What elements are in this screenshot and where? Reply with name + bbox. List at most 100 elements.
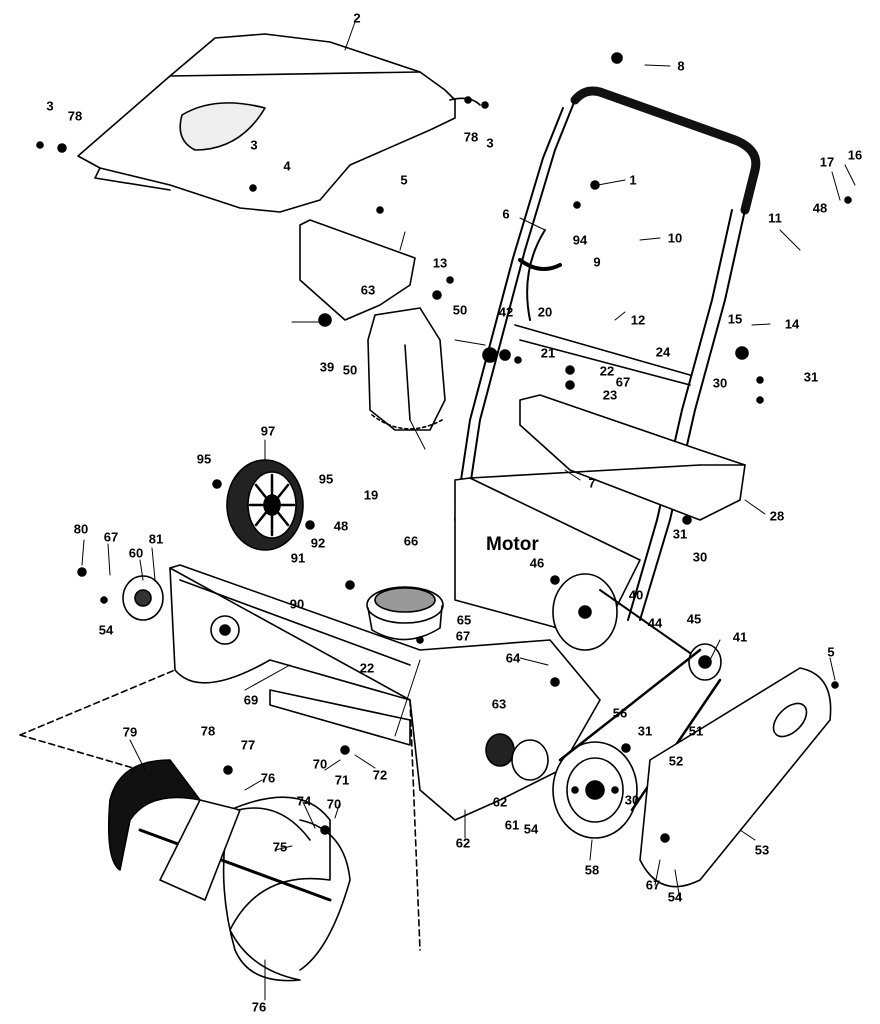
callout-70: 70 <box>312 756 328 772</box>
callout-69: 69 <box>243 692 259 708</box>
leader-lines <box>81 21 856 1001</box>
callout-1: 1 <box>629 172 637 188</box>
callout-12: 12 <box>630 312 646 328</box>
callout-6: 6 <box>502 206 510 222</box>
discharge-chute <box>299 219 446 431</box>
callout-42: 41 <box>732 629 748 645</box>
callout-30: 30 <box>624 792 640 808</box>
callout-14: 14 <box>784 316 800 332</box>
callout-64: 64 <box>505 650 521 666</box>
callout-40: 40 <box>628 587 644 603</box>
callout-65: 65 <box>456 612 472 628</box>
hardware-fasteners <box>36 52 852 843</box>
callout-31: 31 <box>803 369 819 385</box>
callout-50: 50 <box>452 302 468 318</box>
callout-78: 78 <box>463 129 479 145</box>
callout-3: 3 <box>486 135 494 151</box>
callout-31: 31 <box>672 526 688 542</box>
callout-13: 13 <box>432 255 448 271</box>
callout-90: 97 <box>260 423 276 439</box>
callout-50: 50 <box>342 362 358 378</box>
callout-2: 2 <box>353 10 361 26</box>
callout-22: 22 <box>599 363 615 379</box>
callout-21: 21 <box>540 345 556 361</box>
callout-76: 76 <box>251 999 267 1015</box>
drive-plate <box>552 573 701 661</box>
callout-46: 45 <box>686 611 702 627</box>
callout-72: 72 <box>372 767 388 783</box>
callout-31: 31 <box>637 723 653 739</box>
callout-58: 58 <box>584 862 600 878</box>
callout-67: 67 <box>455 628 471 644</box>
callout-17: 17 <box>819 154 835 170</box>
callout-5: 5 <box>400 172 408 188</box>
callout-54: 54 <box>98 622 114 638</box>
callout-63: 63 <box>491 696 507 712</box>
pulleys <box>552 643 722 839</box>
callout-77: 76 <box>260 770 276 786</box>
callout-56: 56 <box>612 705 628 721</box>
callout-3: 3 <box>250 137 258 153</box>
callout-61: 62 <box>492 794 508 810</box>
callout-5: 5 <box>827 644 835 660</box>
callout-88: 95 <box>196 451 212 467</box>
top-cover <box>77 33 481 213</box>
callout-3: 3 <box>46 98 54 114</box>
motor-label: Motor <box>486 534 539 555</box>
callout-60: 61 <box>504 817 520 833</box>
callout-70: 70 <box>326 796 342 812</box>
callout-80: 79 <box>122 724 138 740</box>
wheel <box>226 459 304 551</box>
callout-4: 4 <box>283 158 291 174</box>
callout-28: 28 <box>769 508 785 524</box>
callout-11: 11 <box>768 210 782 226</box>
callout-79: 78 <box>200 723 216 739</box>
callout-66: 66 <box>403 533 419 549</box>
callout-48: 48 <box>333 518 349 534</box>
callout-87: 94 <box>572 232 588 248</box>
callout-74: 74 <box>296 793 312 809</box>
chute-base-ring <box>366 586 444 641</box>
bearing-plate-left <box>122 575 164 621</box>
belt-cover <box>639 667 832 888</box>
callout-8: 8 <box>677 58 685 74</box>
callout-9: 9 <box>593 254 601 270</box>
callout-41: 42 <box>498 304 514 320</box>
callout-22: 22 <box>359 660 375 676</box>
callout-63: 63 <box>360 282 376 298</box>
callout-10: 10 <box>667 230 683 246</box>
callout-85: 91 <box>290 550 306 566</box>
callout-30: 30 <box>692 549 708 565</box>
callout-23: 23 <box>602 387 618 403</box>
callout-81: 80 <box>73 521 89 537</box>
callout-44: 44 <box>647 615 663 631</box>
handle-assembly <box>454 86 761 621</box>
callout-20: 20 <box>537 304 553 320</box>
callout-53: 53 <box>754 842 770 858</box>
callout-78: 77 <box>240 737 256 753</box>
callout-51: 51 <box>688 723 704 739</box>
control-cable <box>518 229 562 321</box>
callout-60: 60 <box>128 545 144 561</box>
callout-54: 54 <box>523 821 539 837</box>
callout-30: 30 <box>712 375 728 391</box>
auger-assembly <box>107 759 351 982</box>
callout-62: 62 <box>455 835 471 851</box>
callout-52: 52 <box>668 753 684 769</box>
callout-67: 67 <box>645 877 661 893</box>
callout-45: 46 <box>529 555 545 571</box>
callout-83: 81 <box>148 531 164 547</box>
callout-84: 90 <box>289 596 305 612</box>
callout-75: 75 <box>272 839 288 855</box>
callout-54: 54 <box>667 889 683 905</box>
callout-7: 7 <box>588 475 596 491</box>
callout-86: 92 <box>310 535 326 551</box>
callout-15: 15 <box>727 311 743 327</box>
callout-39: 39 <box>319 359 335 375</box>
callout-67: 67 <box>103 529 119 545</box>
callout-24: 24 <box>655 344 671 360</box>
auger-bearing <box>485 733 549 781</box>
callout-48: 48 <box>812 200 828 216</box>
